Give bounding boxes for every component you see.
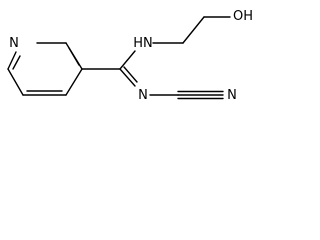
amine-label: HN bbox=[133, 36, 153, 51]
molecule-canvas: N HN OH N N bbox=[0, 0, 261, 120]
nitrile-nitrogen-label: N bbox=[227, 88, 237, 103]
ring-bond-c3-c4 bbox=[65, 68, 83, 96]
pyridine-ring bbox=[7, 42, 83, 96]
amidine-core bbox=[81, 50, 138, 87]
hydroxyl-label: OH bbox=[233, 9, 253, 24]
ring-double-bond-c2-c3 bbox=[68, 47, 80, 66]
bond-ch2-to-ch2 bbox=[182, 16, 205, 44]
ring-bond-c5-c6 bbox=[7, 68, 24, 96]
hydroxyethyl-chain bbox=[152, 16, 231, 44]
cyano-group bbox=[149, 90, 224, 100]
bond-central-carbon-to-imine bbox=[119, 68, 136, 87]
ring-nitrogen-label: N bbox=[9, 36, 19, 51]
ring-double-bond-c6-n bbox=[12, 55, 21, 70]
imine-nitrogen-label: N bbox=[138, 88, 148, 103]
bond-central-carbon-to-amine bbox=[119, 50, 136, 70]
structure-diagram: N HN OH N N bbox=[7, 9, 253, 103]
double-bond-central-carbon-to-imine bbox=[123, 66, 138, 83]
ring-bond-c6-n bbox=[7, 51, 17, 70]
